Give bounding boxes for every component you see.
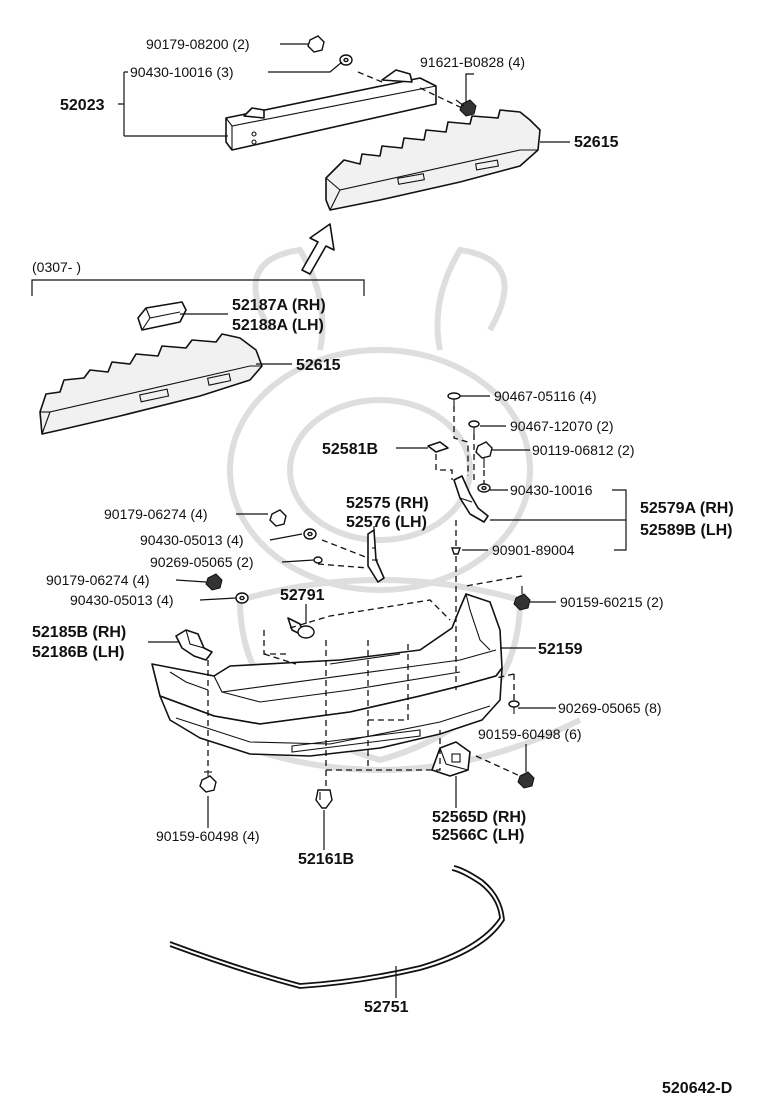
retainer-52581b (427, 441, 449, 453)
label-90467-12070: 90467-12070 (2) (510, 418, 614, 434)
label-52185b: 52185B (RH) (32, 624, 126, 641)
label-52791: 52791 (280, 587, 325, 604)
label-52751: 52751 (364, 999, 409, 1016)
label-90430-05013-a: 90430-05013 (4) (140, 532, 244, 548)
label-90159-60498-a: 90159-60498 (4) (156, 828, 260, 844)
label-90159-60215: 90159-60215 (2) (560, 594, 664, 610)
label-52575: 52575 (RH) (346, 495, 429, 512)
nut-90179-06274-b (205, 573, 223, 591)
label-90269-05065-b: 90269-05065 (8) (558, 700, 662, 716)
label-52023: 52023 (60, 97, 105, 114)
washer-90430-05013-a (303, 528, 317, 540)
label-52188a: 52188A (LH) (232, 317, 324, 334)
label-90179-06274-b: 90179-06274 (4) (46, 572, 150, 588)
nut-90179-06274-a (269, 509, 287, 527)
label-52565d: 52565D (RH) (432, 809, 526, 826)
bracket-52565d (431, 741, 471, 777)
label-90269-05065-a: 90269-05065 (2) (150, 554, 254, 570)
clip-90901-89004 (451, 547, 461, 555)
variant-bracket (31, 279, 365, 296)
screw-90269-05065-a (313, 556, 323, 564)
label-52615-upper: 52615 (574, 134, 619, 151)
label-52589b: 52589B (LH) (640, 522, 732, 539)
bolt-91621-b0828 (455, 99, 477, 117)
label-52159: 52159 (538, 641, 583, 658)
part-labels: 90179-08200 (2) 90430-10016 (3) 91621-B0… (32, 36, 734, 1097)
label-90159-60498-b: 90159-60498 (6) (478, 726, 582, 742)
label-90467-05116: 90467-05116 (4) (494, 388, 596, 404)
leader-lines (118, 43, 627, 998)
bumper-cover-52159 (151, 593, 503, 757)
clip-52187a (137, 301, 187, 331)
bracket-52579a (453, 475, 489, 523)
bolt-90159-60498-a (199, 770, 217, 793)
pin-52791 (287, 617, 315, 639)
bracket-52185b (175, 629, 213, 661)
assembly-arrow (301, 223, 335, 275)
assembly-dashes (207, 71, 523, 790)
label-90119-06812: 90119-06812 (2) (532, 442, 634, 458)
label-52576: 52576 (LH) (346, 514, 427, 531)
clip-90467-12070 (468, 420, 480, 434)
label-52615-lower: 52615 (296, 357, 341, 374)
label-90179-06274-a: 90179-06274 (4) (104, 506, 208, 522)
label-90430-05013-b: 90430-05013 (4) (70, 592, 174, 608)
label-90901-89004: 90901-89004 (492, 542, 575, 558)
absorber-52615-lower (39, 333, 263, 435)
label-52581b: 52581B (322, 441, 378, 458)
label-52187a: 52187A (RH) (232, 297, 326, 314)
moulding-52751 (169, 865, 505, 989)
label-90179-08200: 90179-08200 (2) (146, 36, 250, 52)
absorber-52615-upper (325, 109, 541, 211)
nut-90179-08200 (307, 35, 325, 53)
reinforcement-52023 (225, 69, 437, 151)
screw-90269-05065-b (508, 700, 520, 714)
label-90430-10016-a: 90430-10016 (3) (130, 64, 234, 80)
label-91621-b0828: 91621-B0828 (4) (420, 54, 525, 70)
label-52579a: 52579A (RH) (640, 500, 734, 517)
washer-90430-10016-top (339, 54, 353, 66)
clip-52161b (315, 789, 333, 809)
label-52186b: 52186B (LH) (32, 644, 124, 661)
label-52161b: 52161B (298, 851, 354, 868)
bolt-90119-06812 (475, 441, 493, 468)
washer-90430-10016-side (477, 483, 491, 493)
clip-90467-05116 (447, 392, 461, 408)
label-52566c: 52566C (LH) (432, 827, 524, 844)
diagram-id: 520642-D (662, 1080, 732, 1097)
washer-90430-05013-b (235, 592, 249, 604)
bolt-90159-60498-b (517, 771, 535, 789)
bolt-90159-60215 (513, 586, 531, 611)
label-90430-10016-b: 90430-10016 (510, 482, 593, 498)
variant-bracket-label: (0307- ) (32, 259, 81, 275)
